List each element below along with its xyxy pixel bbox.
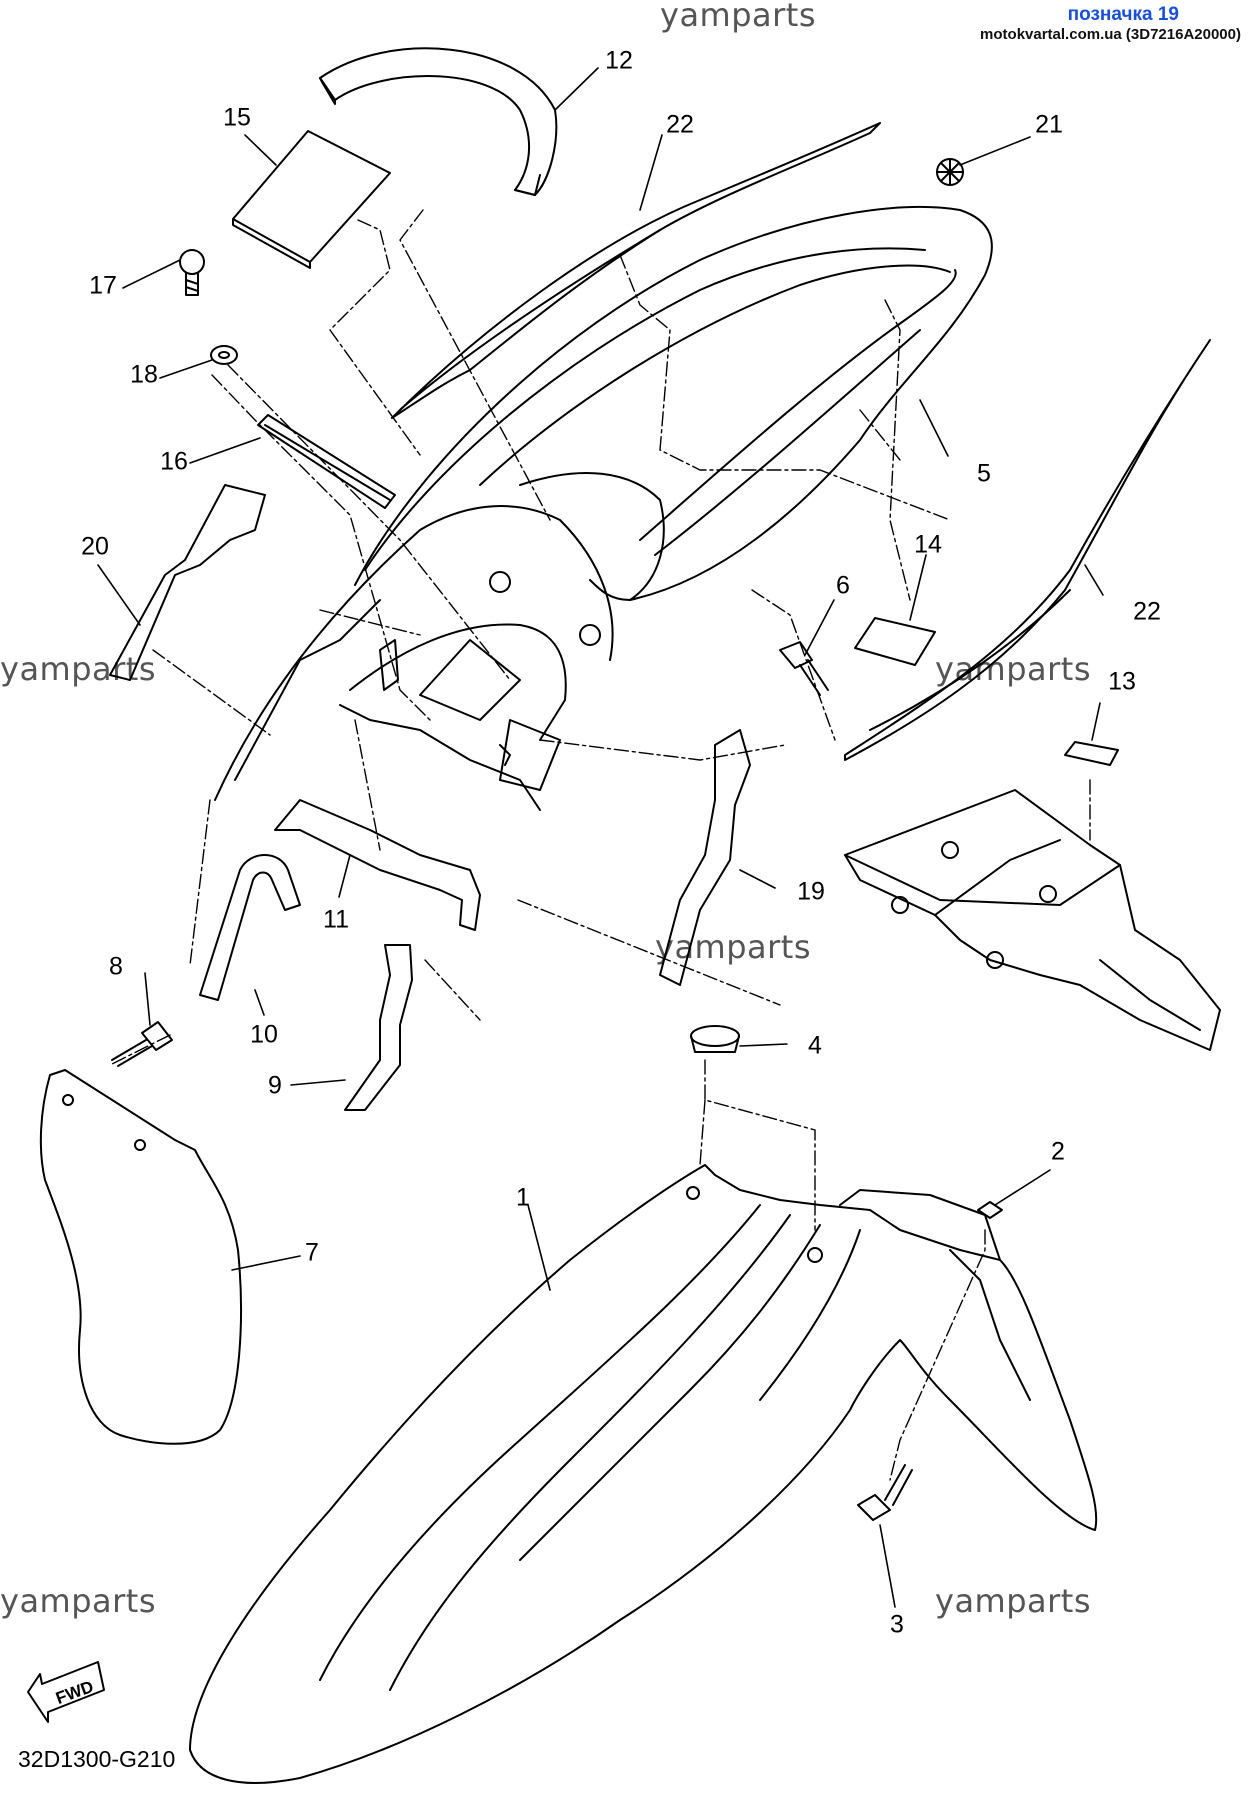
- callout-10: 10: [250, 1020, 278, 1049]
- part-17-screw: [179, 249, 205, 296]
- part-6-bolt: [779, 641, 829, 696]
- fwd-arrow-icon: FWD: [27, 1661, 105, 1723]
- callout-5: 5: [977, 459, 991, 488]
- callout-11: 11: [323, 905, 349, 934]
- part-4-grommet: [690, 1025, 740, 1053]
- callout-13: 13: [1108, 667, 1136, 696]
- callout-15: 15: [223, 103, 251, 132]
- part-7-mudflap: [39, 1069, 242, 1445]
- part-22-stripe-lower: [844, 339, 1211, 761]
- part-12-band: [319, 47, 558, 196]
- callout-14: 14: [914, 530, 942, 559]
- callout-6: 6: [836, 571, 850, 600]
- part-18-washer: [210, 345, 238, 365]
- callout-9: 9: [268, 1071, 282, 1100]
- callout-1: 1: [516, 1183, 530, 1212]
- callout-22-upper: 22: [666, 110, 694, 139]
- callout-20: 20: [81, 532, 109, 561]
- part-21-rivet: [936, 158, 964, 186]
- watermark: yamparts: [660, 0, 817, 34]
- watermark: yamparts: [0, 1582, 157, 1620]
- callout-7: 7: [305, 1238, 319, 1267]
- diagram-code: 32D1300-G210: [18, 1746, 176, 1772]
- watermark: yamparts: [935, 1582, 1092, 1620]
- watermark: yamparts: [0, 650, 157, 688]
- page-title: позначка 19: [1067, 4, 1179, 25]
- part-22-stripe-upper: [391, 122, 881, 419]
- fwd-label: FWD: [53, 1677, 96, 1708]
- page-subtitle: motokvartal.com.ua (3D7216A20000): [980, 26, 1241, 43]
- callout-8: 8: [109, 952, 123, 981]
- leader-lines: [97, 67, 1104, 1608]
- callout-2: 2: [1051, 1137, 1065, 1166]
- part-10-strap: [199, 854, 301, 1001]
- callout-16: 16: [160, 447, 188, 476]
- callout-21: 21: [1035, 110, 1063, 139]
- watermark: yamparts: [935, 650, 1092, 688]
- part-3-bolt: [857, 1464, 913, 1521]
- callout-12: 12: [605, 46, 633, 75]
- part-1-front-fender: [189, 1164, 1098, 1784]
- part-15-pad: [232, 130, 391, 269]
- part-2-clip: [977, 1201, 1003, 1219]
- callout-3: 3: [890, 1610, 904, 1639]
- callout-19: 19: [797, 877, 825, 906]
- callout-22-lower: 22: [1133, 597, 1161, 626]
- assembly-lines: [109, 209, 1091, 1481]
- part-14-pad: [854, 617, 936, 666]
- part-19-guard: [659, 729, 751, 986]
- part-11-bracket: [274, 799, 481, 931]
- part-16-band: [257, 414, 396, 509]
- part-9-strap: [344, 944, 413, 1111]
- part-13-pad: [1064, 741, 1119, 766]
- taillight-bracket: [844, 789, 1221, 1051]
- part-20-guard: [109, 484, 266, 681]
- callout-4: 4: [808, 1031, 822, 1060]
- part-5-seat: [354, 206, 993, 601]
- callout-17: 17: [89, 271, 117, 300]
- rear-fender-assembly: [214, 505, 614, 811]
- callout-18: 18: [130, 360, 158, 389]
- watermark: yamparts: [655, 928, 812, 966]
